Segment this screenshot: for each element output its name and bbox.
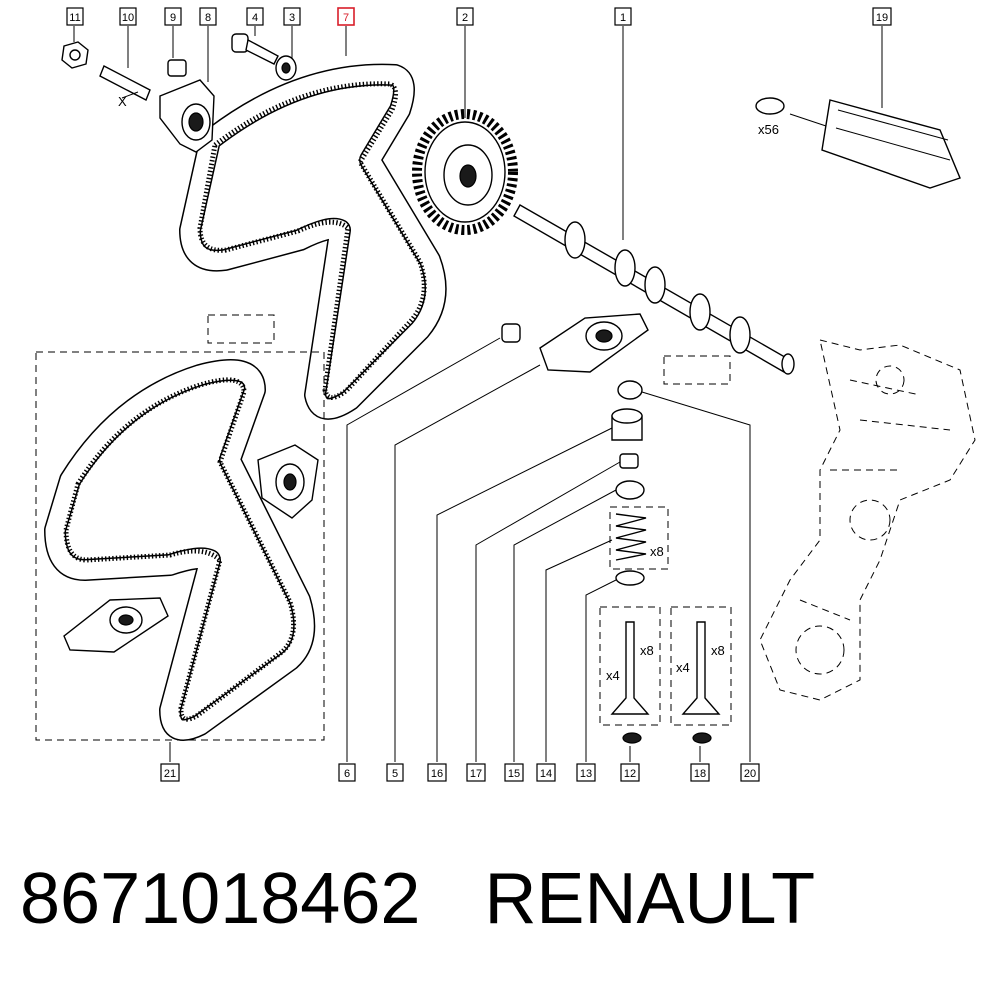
svg-text:5: 5 (392, 768, 398, 780)
callout-4[interactable]: 4 (246, 7, 264, 26)
bolt-part-6[interactable] (501, 323, 521, 343)
callout-6[interactable]: 6 (338, 763, 356, 782)
callout-9[interactable]: 9 (164, 7, 182, 26)
kit-tensioner (257, 444, 319, 519)
callout-20[interactable]: 20 (740, 763, 760, 782)
callout-10[interactable]: 10 (119, 7, 137, 26)
brand-name: RENAULT (484, 859, 816, 939)
svg-text:4: 4 (252, 12, 258, 24)
callout-14[interactable]: 14 (536, 763, 556, 782)
svg-text:14: 14 (540, 768, 552, 780)
callout-8[interactable]: 8 (199, 7, 217, 26)
callout-11[interactable]: 11 (66, 7, 84, 26)
nut-part-11[interactable] (61, 41, 89, 69)
callout-3[interactable]: 3 (283, 7, 301, 26)
dashed-tag-left (207, 314, 275, 344)
svg-text:6: 6 (344, 768, 350, 780)
callout-7-highlighted[interactable]: 7 (337, 7, 355, 26)
callout-5[interactable]: 5 (386, 763, 404, 782)
kit-enclosure (35, 351, 325, 741)
kit-bracket (63, 597, 169, 653)
svg-text:12: 12 (624, 768, 636, 780)
callout-1[interactable]: 1 (614, 7, 632, 26)
seal-part-13[interactable] (615, 570, 645, 586)
svg-text:15: 15 (508, 768, 520, 780)
footer-caption: 8671018462 RENAULT (20, 858, 815, 940)
callout-19[interactable]: 19 (872, 7, 892, 26)
qty-intake-keepers: x8 (640, 643, 654, 658)
callout-15[interactable]: 15 (504, 763, 524, 782)
valve-group-left (599, 606, 661, 726)
exhaust-symbol-icon (692, 732, 712, 744)
keeper-part-17[interactable] (619, 453, 639, 469)
qty-exhaust-keepers: x8 (711, 643, 725, 658)
qty-exhaust-valves: x4 (676, 660, 690, 675)
svg-text:21: 21 (164, 768, 176, 780)
exploded-parts-diagram: X x56 (35, 7, 976, 782)
svg-text:2: 2 (462, 12, 468, 24)
leader-lines (73, 26, 883, 762)
spring-cap-part-15[interactable] (615, 480, 645, 500)
callout-2[interactable]: 2 (456, 7, 474, 26)
qty-intake-valves: x4 (606, 668, 620, 683)
tappet-part-16[interactable] (611, 408, 643, 441)
exhaust-valve-part-18[interactable] (681, 621, 721, 715)
callout-17[interactable]: 17 (466, 763, 486, 782)
svg-text:10: 10 (122, 12, 134, 24)
stud-part-10[interactable] (99, 65, 151, 101)
valve-group-right (670, 606, 732, 726)
qty-shims: x56 (758, 122, 779, 137)
svg-text:17: 17 (470, 768, 482, 780)
shim-kit-part-19[interactable] (755, 97, 961, 189)
svg-text:16: 16 (431, 768, 443, 780)
svg-text:20: 20 (744, 768, 756, 780)
part-number: 8671018462 (20, 859, 421, 939)
callout-16[interactable]: 16 (427, 763, 447, 782)
engine-block-sketch (759, 339, 976, 701)
bolt-part-9[interactable] (167, 59, 187, 77)
intake-valve-part-12[interactable] (610, 621, 650, 715)
callout-12[interactable]: 12 (620, 763, 640, 782)
callout-13[interactable]: 13 (576, 763, 596, 782)
svg-text:19: 19 (876, 12, 888, 24)
bolt-part-4[interactable] (231, 33, 279, 65)
valve-spring-part-14[interactable] (615, 513, 647, 561)
svg-text:3: 3 (289, 12, 295, 24)
bearing-bracket-part-5[interactable] (539, 313, 649, 373)
camshaft-sprocket-part-2[interactable] (412, 109, 518, 235)
svg-text:8: 8 (205, 12, 211, 24)
svg-text:1: 1 (620, 12, 626, 24)
svg-text:7: 7 (343, 12, 349, 24)
x-pointer (121, 91, 139, 99)
spring-group-box (609, 506, 669, 570)
washer-part-3[interactable] (275, 55, 297, 81)
svg-text:18: 18 (694, 768, 706, 780)
svg-text:13: 13 (580, 768, 592, 780)
dashed-tag-right (663, 355, 731, 385)
timing-belt-kit (44, 359, 316, 741)
tensioner-part-8[interactable] (159, 79, 215, 153)
camshaft-part-1[interactable] (513, 204, 795, 375)
svg-text:11: 11 (69, 12, 80, 24)
timing-belt-main[interactable] (179, 63, 447, 420)
callout-21[interactable]: 21 (160, 763, 180, 782)
x-label: X (118, 94, 127, 109)
qty-springs: x8 (650, 544, 664, 559)
callout-18[interactable]: 18 (690, 763, 710, 782)
svg-text:9: 9 (170, 12, 176, 24)
shim-part-20[interactable] (617, 380, 643, 400)
intake-symbol-icon (622, 732, 642, 744)
